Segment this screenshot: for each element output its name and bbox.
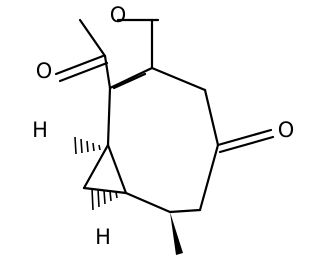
carbonyl-oxygen-left-label: O <box>36 59 53 83</box>
carbonyl-oxygen-right-label: O <box>278 118 295 142</box>
bond-c5-ch2c <box>198 143 220 212</box>
bond-cyclopropane-left <box>82 143 110 190</box>
bond-c7-c6 <box>124 191 172 214</box>
bond-c13-o-carbonyl-a <box>54 54 105 76</box>
bond-cyclopropane-bottom <box>82 186 128 195</box>
bond-c6-c1 <box>106 143 128 195</box>
ring-oxygen-label: O <box>110 3 127 27</box>
bond-c11-ch2b <box>150 66 207 92</box>
wedge-methyl <box>170 212 183 255</box>
molecule-diagram: O O O H H <box>32 3 295 255</box>
bond-ring-o-c13 <box>78 18 107 58</box>
hash-bond-upper-h <box>74 136 101 155</box>
bond-c13-o-carbonyl-b <box>58 61 109 83</box>
hydrogen-upper-label: H <box>32 118 48 142</box>
bond-c10-c13 <box>103 54 112 90</box>
bond-c5-o-carbonyl-b <box>218 135 275 154</box>
hydrogen-lower-label: H <box>95 225 111 249</box>
bond-ch2b-c5 <box>203 88 220 147</box>
bond-c11-c10 <box>108 66 154 90</box>
structure-canvas: O O O H H <box>32 3 295 255</box>
bond-c11-c10-inner <box>112 72 147 90</box>
hash-bond-lower-h <box>91 187 118 211</box>
bond-ch2c-c7 <box>168 208 202 214</box>
bond-c1-c10 <box>106 86 112 147</box>
bond-c5-o-carbonyl-a <box>216 128 273 147</box>
